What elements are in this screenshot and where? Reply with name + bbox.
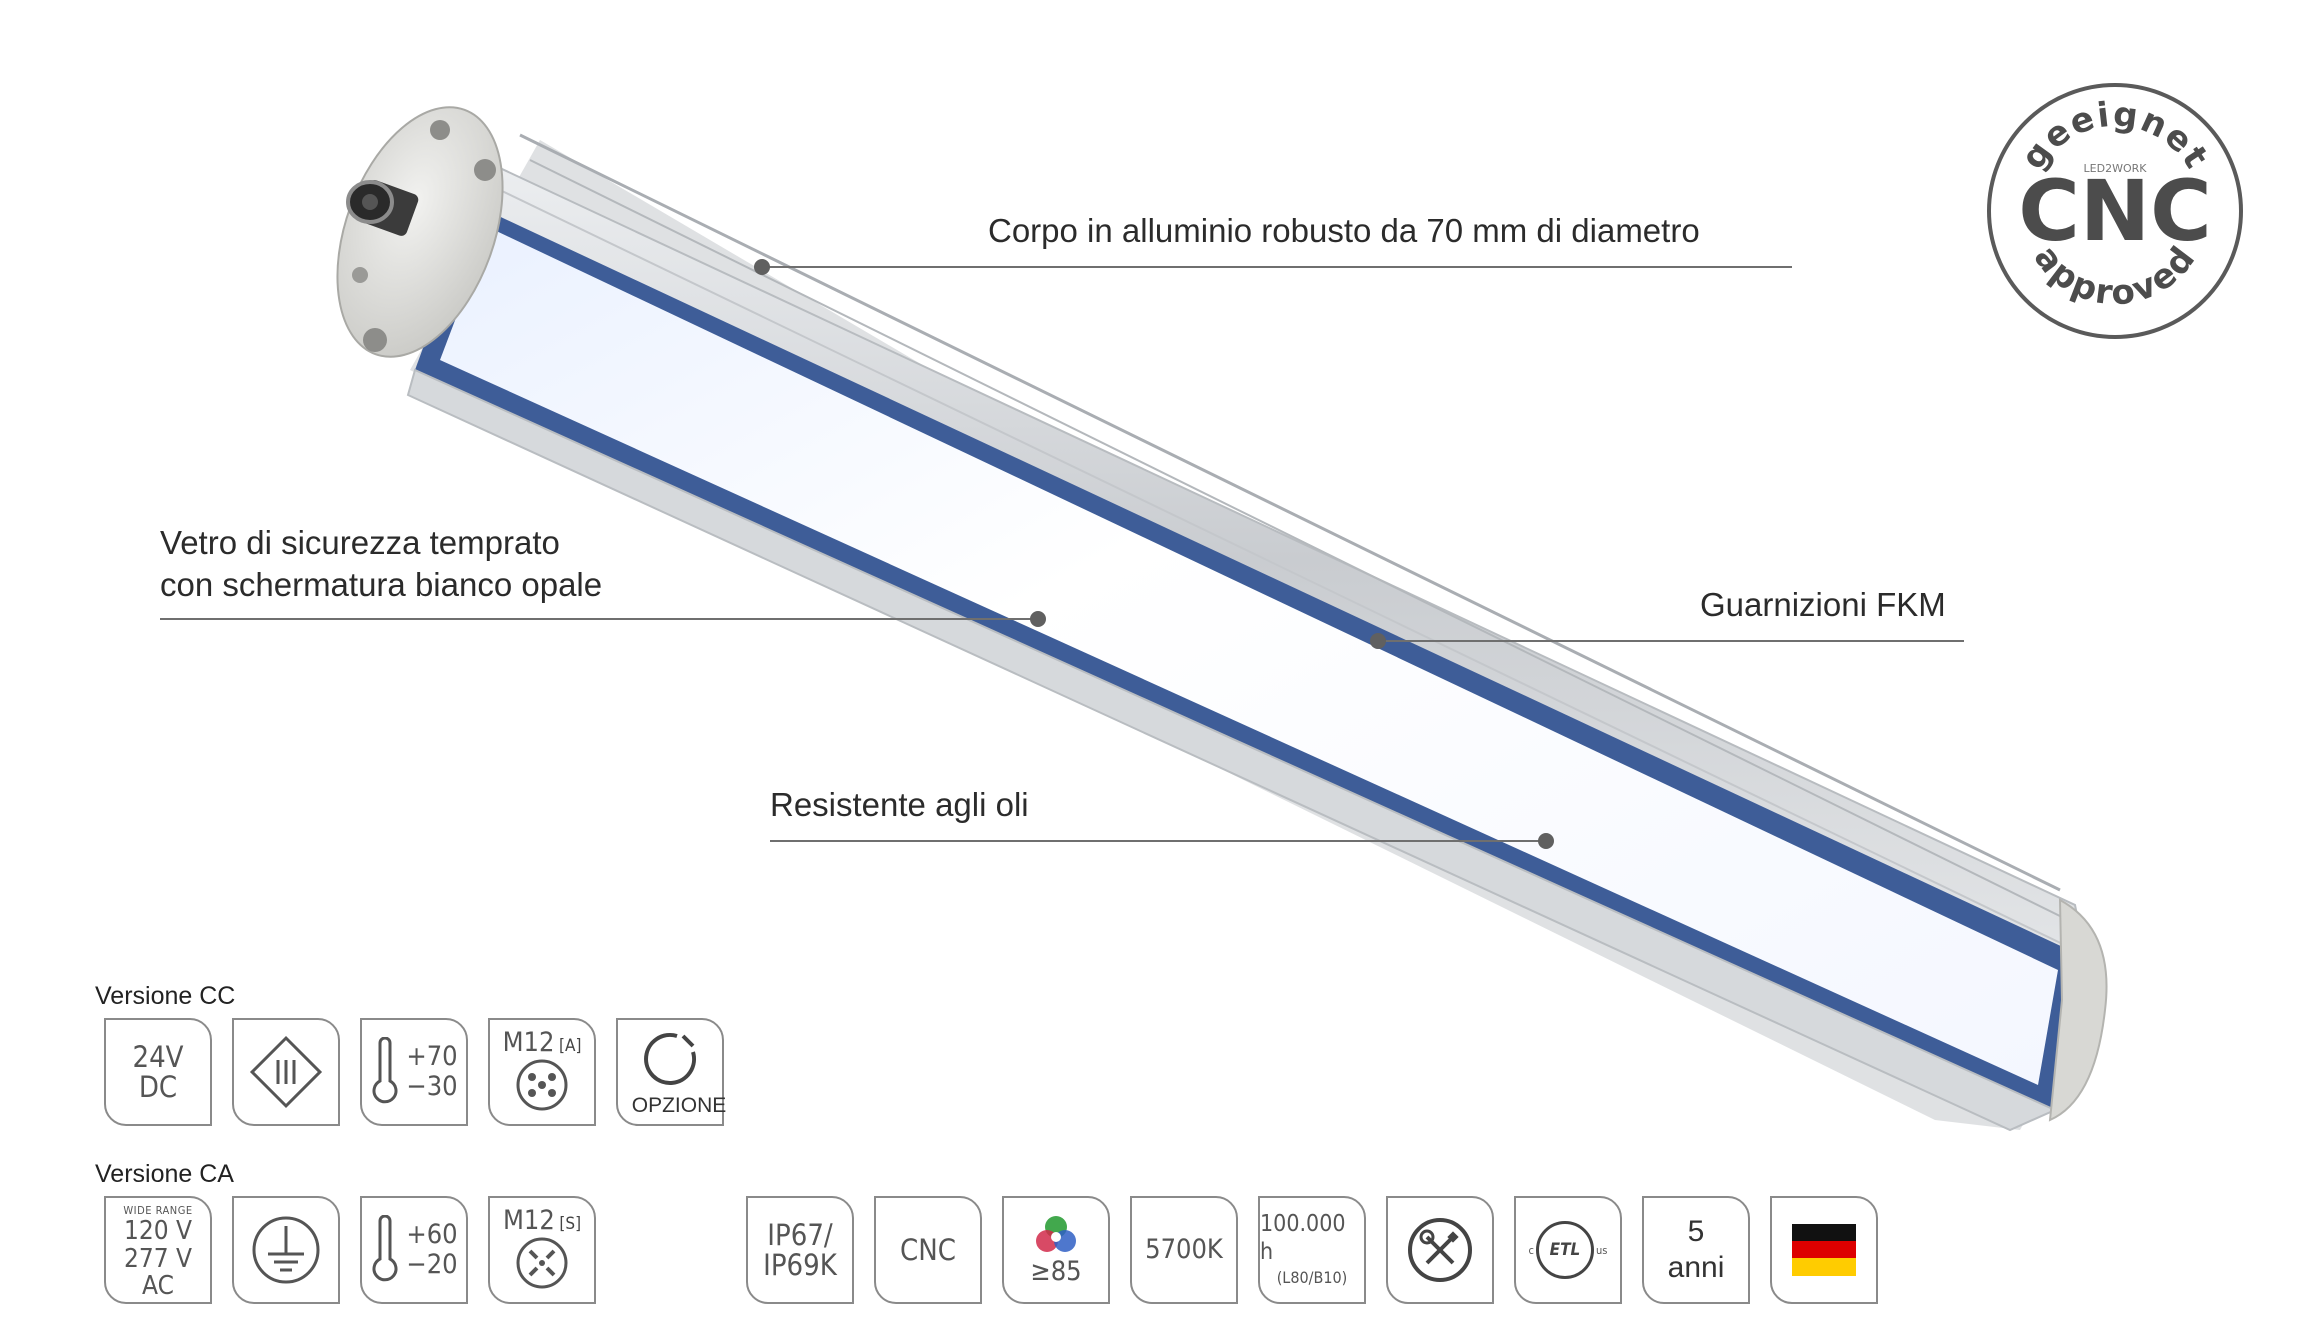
lifetime-rating: (L80/B10) xyxy=(1276,1268,1348,1287)
dc-voltage-type: DC xyxy=(138,1070,178,1104)
made-in-germany-icon xyxy=(1770,1196,1878,1304)
callout-aluminum-body: Corpo in alluminio robusto da 70 mm di d… xyxy=(988,212,1700,249)
dc-voltage-icon: 24V DC xyxy=(104,1018,212,1126)
rgb-color-wheel-icon xyxy=(1036,1216,1076,1252)
thermometer-icon xyxy=(372,1215,398,1282)
m12-5pin-connector-icon xyxy=(516,1059,568,1111)
dc-dimming-option-icon: OPZIONE xyxy=(616,1018,727,1126)
etl-mark: ETL xyxy=(1549,1240,1581,1260)
thermometer-icon xyxy=(372,1037,398,1104)
seal-brand: LED2WORK xyxy=(2084,162,2148,175)
cct-value: 5700K xyxy=(1145,1234,1223,1265)
maintenance-free-icon xyxy=(1386,1196,1494,1304)
callout-line-glass xyxy=(160,618,1036,620)
callout-glass-line2: con schermatura bianco opale xyxy=(160,566,603,603)
ac-temperature-range-icon: +60 −20 xyxy=(360,1196,468,1304)
dc-temperature-range-icon: +70 −30 xyxy=(360,1018,468,1126)
ac-version-title: Versione CA xyxy=(95,1160,234,1188)
protective-earth-icon xyxy=(232,1196,340,1304)
dc-connector-icon: M12 [A] xyxy=(488,1018,596,1126)
callout-line-oil xyxy=(770,840,1546,842)
warranty-icon: 5 anni xyxy=(1642,1196,1750,1304)
seal-main-text: CNC xyxy=(2018,162,2212,260)
callout-oil-resistant: Resistente agli oli xyxy=(770,786,1029,823)
color-rendering-icon: ≥85 xyxy=(1002,1196,1110,1304)
callout-fkm-seals: Guarnizioni FKM xyxy=(1700,586,1946,623)
cnc-label: CNC xyxy=(900,1233,956,1267)
etl-circle: ETL xyxy=(1536,1221,1594,1279)
dc-version-title: Versione CC xyxy=(95,982,236,1010)
ac-voltage-min: 120 V xyxy=(123,1215,193,1246)
lifetime-hours: 100.000 h xyxy=(1260,1211,1346,1265)
m12-s-coded-connector-icon xyxy=(516,1237,568,1289)
ip-rating-icon: IP67/ IP69K xyxy=(746,1196,854,1304)
lifetime-icon: 100.000 h (L80/B10) xyxy=(1258,1196,1366,1304)
etl-listed-icon: c ETL us xyxy=(1514,1196,1622,1304)
dc-option-label: OPZIONE xyxy=(631,1094,727,1117)
dc-connector-label: M12 xyxy=(502,1027,555,1058)
dc-connector-code: [A] xyxy=(559,1036,582,1056)
callout-dot-glass xyxy=(1030,611,1046,627)
callout-dot-body xyxy=(754,259,770,275)
dc-temp-high: +70 xyxy=(406,1041,458,1072)
dc-temp-low: −30 xyxy=(406,1071,458,1102)
callout-dot-seals xyxy=(1370,633,1386,649)
cnc-approved-seal: geeignet LED2WORK CNC approved xyxy=(1987,83,2243,339)
ac-wide-range-label: WIDE RANGE xyxy=(123,1203,193,1217)
dimmer-icon xyxy=(644,1032,697,1085)
color-temperature-icon: 5700K xyxy=(1130,1196,1238,1304)
ac-temp-low: −20 xyxy=(406,1249,458,1280)
dc-voltage-value: 24V xyxy=(132,1040,184,1074)
ip-rating-line1: IP67/ xyxy=(767,1218,833,1252)
ac-temp-high: +60 xyxy=(406,1219,458,1250)
german-flag-icon xyxy=(1792,1224,1856,1276)
ac-connector-code: [S] xyxy=(559,1214,582,1234)
ac-voltage-type: AC xyxy=(142,1270,174,1301)
ac-voltage-max: 277 V xyxy=(123,1243,193,1274)
cri-value: ≥85 xyxy=(1030,1256,1082,1287)
cnc-suitable-icon: CNC xyxy=(874,1196,982,1304)
etl-left-mark: c xyxy=(1528,1243,1534,1257)
callout-line-seals xyxy=(1378,640,1964,642)
callout-glass-line1: Vetro di sicurezza temprato xyxy=(160,524,560,561)
warranty-years: 5 xyxy=(1687,1215,1705,1248)
callout-dot-oil xyxy=(1538,833,1554,849)
protection-class-3-icon xyxy=(232,1018,340,1126)
etl-right-mark: us xyxy=(1596,1243,1608,1257)
no-tools-icon xyxy=(1408,1218,1472,1282)
warranty-unit: anni xyxy=(1667,1251,1725,1284)
ac-connector-label: M12 xyxy=(502,1205,555,1236)
ac-voltage-icon: WIDE RANGE 120 V 277 V AC xyxy=(104,1196,212,1304)
ip-rating-line2: IP69K xyxy=(763,1248,837,1282)
callout-line-body xyxy=(762,266,1792,268)
ac-connector-icon: M12 [S] xyxy=(488,1196,596,1304)
